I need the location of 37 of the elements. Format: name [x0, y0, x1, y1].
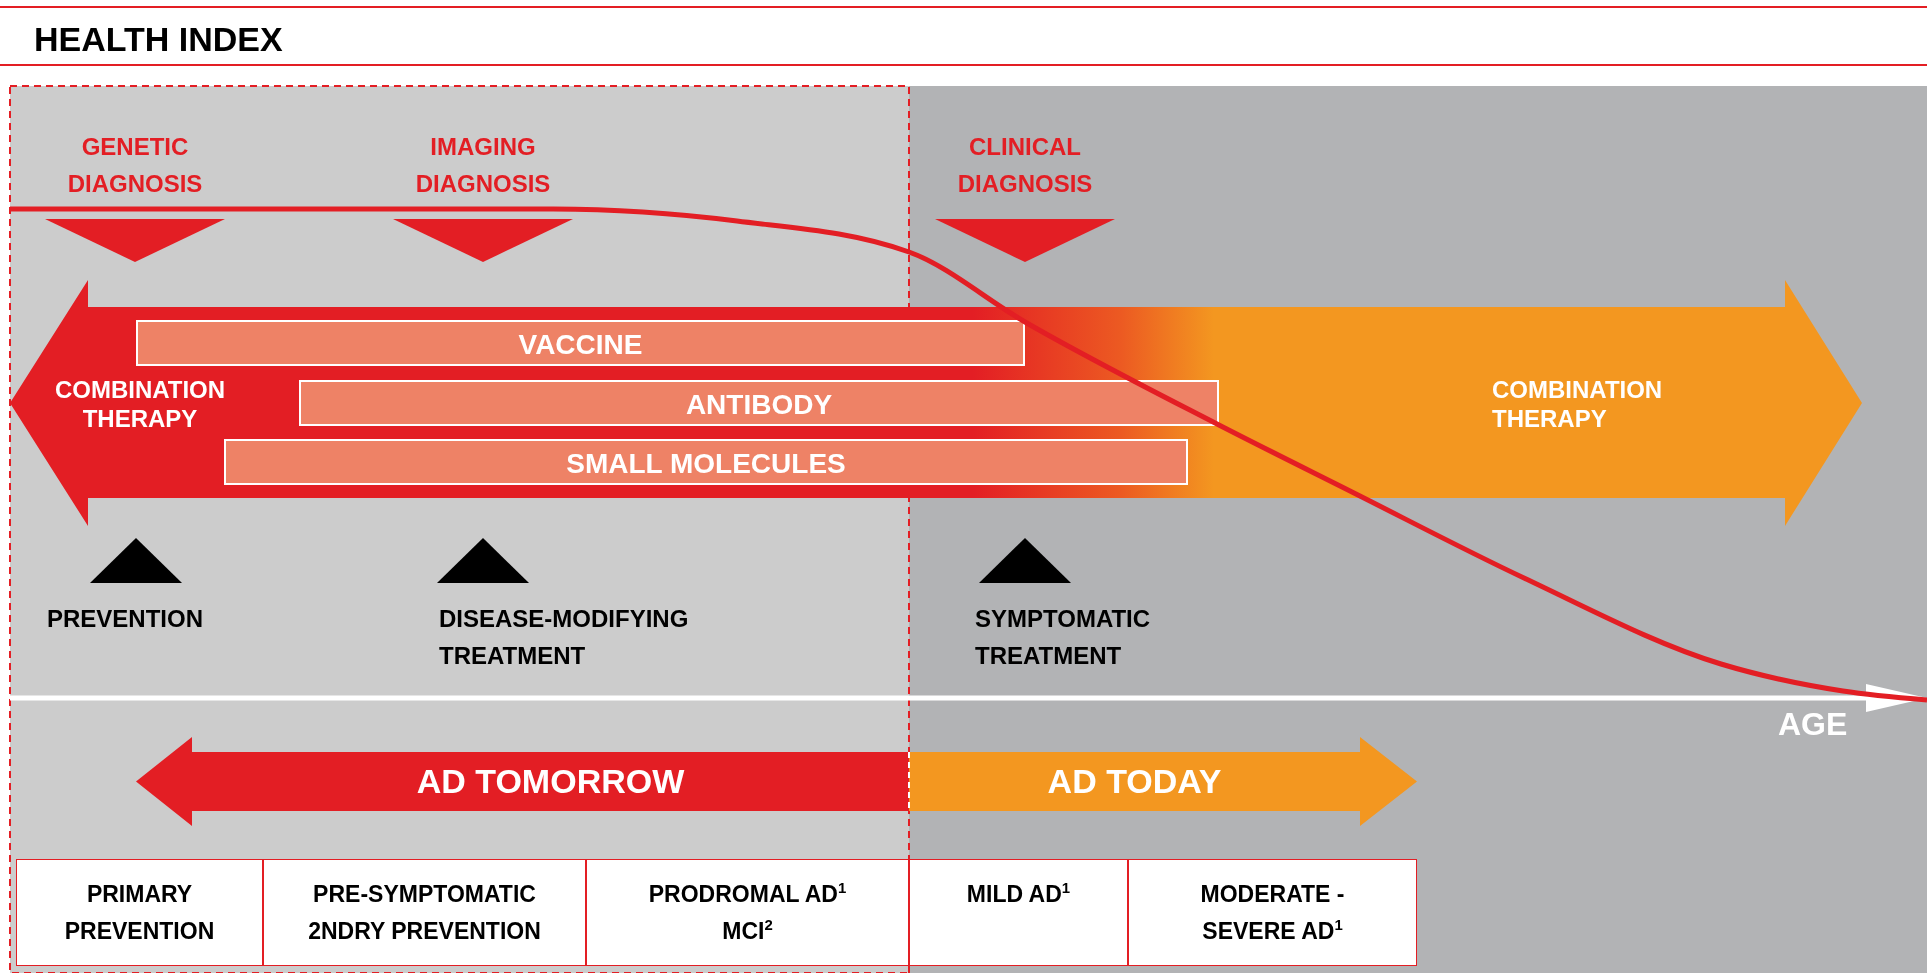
- axis-label: AGE: [1778, 706, 1849, 743]
- diagnosis-label: IMAGING DIAGNOSIS: [414, 132, 552, 199]
- treatment-marker: [979, 538, 1071, 583]
- arrow-label: COMBINATION THERAPY: [53, 375, 227, 433]
- stage-label: MILD AD$^{1}$: [965, 878, 1072, 909]
- stage-cell: [16, 859, 263, 966]
- title: HEALTH INDEX: [34, 19, 283, 60]
- arrow-label: AD TOMORROW: [415, 761, 686, 802]
- arrow-label: AD TODAY: [1046, 761, 1223, 802]
- diagnosis-label: GENETIC DIAGNOSIS: [66, 132, 204, 199]
- stage-cell: [586, 859, 909, 966]
- stage-banner: [136, 737, 909, 826]
- stage-cell: [263, 859, 586, 966]
- therapy-bar: [299, 380, 1219, 426]
- treatment-label: DISEASE-MODIFYING TREATMENT: [439, 604, 690, 671]
- arrow-label: COMBINATION THERAPY: [1492, 375, 1664, 433]
- therapy-bar: [224, 439, 1188, 485]
- stage-label: MODERATE - SEVERE AD$^{1}$: [1199, 880, 1346, 946]
- stage-cell: [1128, 859, 1417, 966]
- double-arrow: [10, 280, 1862, 526]
- treatment-marker: [437, 538, 529, 583]
- therapy-label: VACCINE: [517, 328, 644, 362]
- stage-label: PRODROMAL AD$^{1}$ MCI$^{2}$: [647, 878, 848, 946]
- stage-banner: [909, 737, 1417, 826]
- diagnosis-label: CLINICAL DIAGNOSIS: [956, 132, 1094, 199]
- stage-label: PRE-SYMPTOMATIC 2NDRY PREVENTION: [307, 880, 542, 946]
- diagnosis-marker: [45, 219, 225, 262]
- diagnosis-marker: [393, 219, 573, 262]
- stage-cell: [909, 859, 1128, 966]
- therapy-label: SMALL MOLECULES: [565, 447, 847, 481]
- treatment-marker: [90, 538, 182, 583]
- therapy-bar: [136, 320, 1025, 366]
- treatment-label: SYMPTOMATIC TREATMENT: [975, 604, 1152, 671]
- stage-label: PRIMARY PREVENTION: [63, 880, 216, 946]
- therapy-label: ANTIBODY: [684, 388, 834, 422]
- diagnosis-marker: [935, 219, 1115, 262]
- treatment-label: PREVENTION: [47, 604, 205, 634]
